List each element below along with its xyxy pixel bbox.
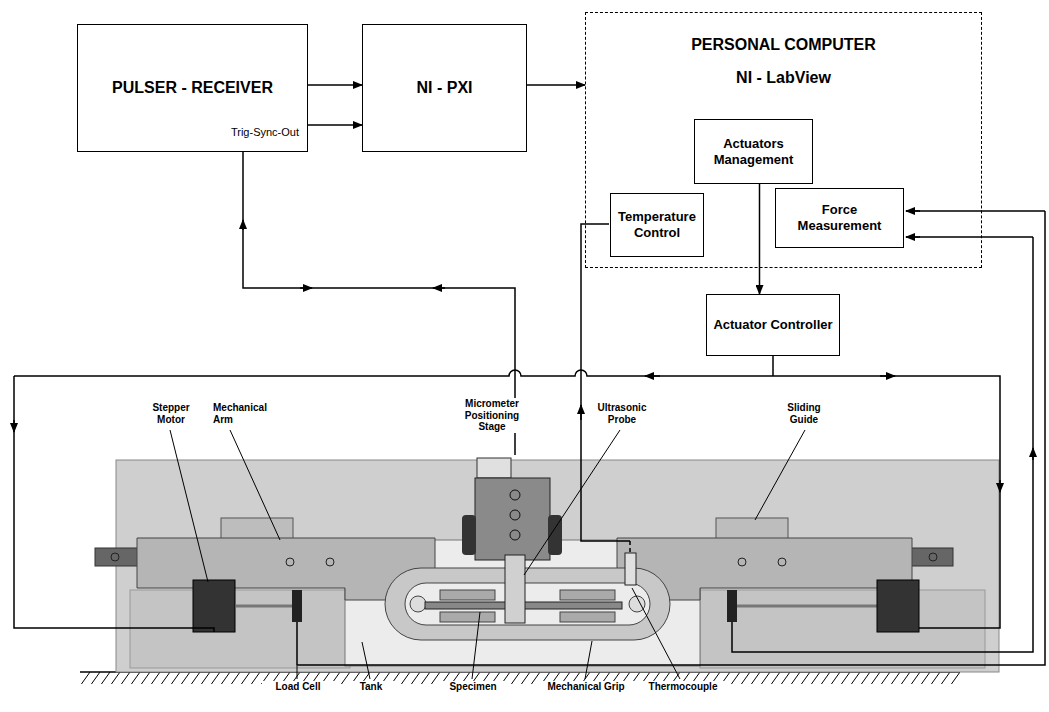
lead-screw (236, 605, 300, 608)
bolt (111, 553, 119, 561)
node-title: NI - PXI (416, 78, 472, 97)
lead-screw (735, 605, 877, 608)
signal-arrow (308, 84, 362, 86)
node-title: PULSER - RECEIVER (112, 78, 273, 97)
housing (116, 460, 999, 672)
ultrasonic-probe (505, 555, 525, 623)
rail (908, 548, 953, 566)
signal-arrow (308, 124, 362, 126)
left-bay (130, 590, 350, 668)
signal-arrow (527, 84, 585, 86)
pulser-receiver-box: PULSER - RECEIVER Trig-Sync-Out (77, 24, 308, 152)
node-subtitle: NI - LabView (586, 68, 981, 87)
node-subtitle: Trig-Sync-Out (231, 126, 299, 139)
stepper-motor (877, 580, 919, 632)
right-bay (700, 590, 985, 668)
daq-box: NI - PXI (362, 24, 527, 152)
computer-group: PERSONAL COMPUTER NI - LabViewActuators M… (585, 12, 982, 268)
thermocouple (625, 553, 636, 585)
signal-arrow (759, 184, 761, 294)
part-label: Tank (345, 681, 397, 693)
software-module: Temperature Control (610, 193, 704, 257)
bolt (929, 553, 937, 561)
part-label: Mechanical Arm (212, 402, 286, 425)
micrometer-stage (475, 478, 550, 560)
leader-lines (170, 430, 805, 679)
part-label: Mechanical Grip (535, 681, 637, 693)
part-label: Thermocouple (640, 681, 726, 693)
part-label: Sliding Guide (772, 402, 836, 425)
load-cell (727, 590, 737, 622)
part-label: Ultrasonic Probe (585, 402, 659, 425)
node-title: Actuators Management (701, 136, 806, 167)
part-label: Specimen (437, 681, 509, 693)
software-module: Actuators Management (694, 119, 813, 184)
node-title: PERSONAL COMPUTER (586, 35, 981, 54)
part-label: Micrometer Positioning Stage (450, 398, 534, 433)
ground-hatch (80, 672, 960, 684)
micrometer (477, 458, 511, 478)
node-title: Force Measurement (782, 202, 897, 233)
load-cell (292, 590, 302, 622)
rail (95, 548, 140, 566)
wires (14, 152, 1045, 665)
part-label: Load Cell (262, 681, 334, 693)
node-title: Temperature Control (617, 209, 697, 240)
controller-box: Actuator Controller (706, 294, 840, 356)
part-label: Stepper Motor (138, 402, 204, 425)
stepper-motor (193, 580, 235, 632)
software-module: Force Measurement (775, 188, 904, 248)
node-title: Actuator Controller (713, 317, 832, 333)
